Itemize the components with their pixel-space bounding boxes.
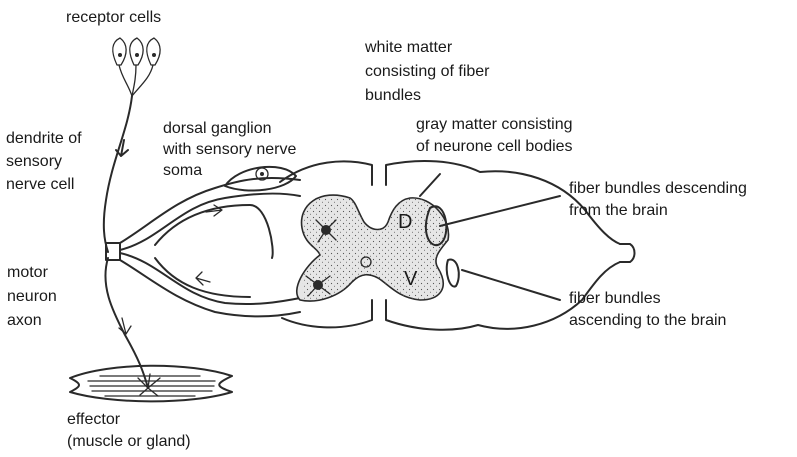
label-fiber-ascending: fiber bundles ascending to the brain — [569, 288, 726, 332]
label-dendrite: dendrite of sensory nerve cell — [6, 127, 82, 196]
receptor-cells — [113, 38, 160, 96]
label-dorsal-ganglion: dorsal ganglion with sensory nerve soma — [163, 118, 296, 181]
label-gray-matter: gray matter consisting of neurone cell b… — [416, 114, 573, 158]
ascending-tract — [447, 259, 459, 286]
label-motor-axon: motor neuron axon — [7, 261, 57, 333]
ventral-horn-letter: V — [404, 268, 418, 290]
label-effector: effector (muscle or gland) — [67, 409, 191, 453]
sensory-dendrite — [104, 96, 132, 252]
label-fiber-descending: fiber bundles descending from the brain — [569, 178, 747, 222]
label-receptor-cells: receptor cells — [66, 7, 161, 29]
spinal-nerve-roots — [106, 178, 300, 317]
label-white-matter: white matter consisting of fiber bundles — [365, 36, 490, 108]
effector-muscle — [70, 366, 232, 402]
dorsal-horn-letter: D — [398, 211, 412, 233]
